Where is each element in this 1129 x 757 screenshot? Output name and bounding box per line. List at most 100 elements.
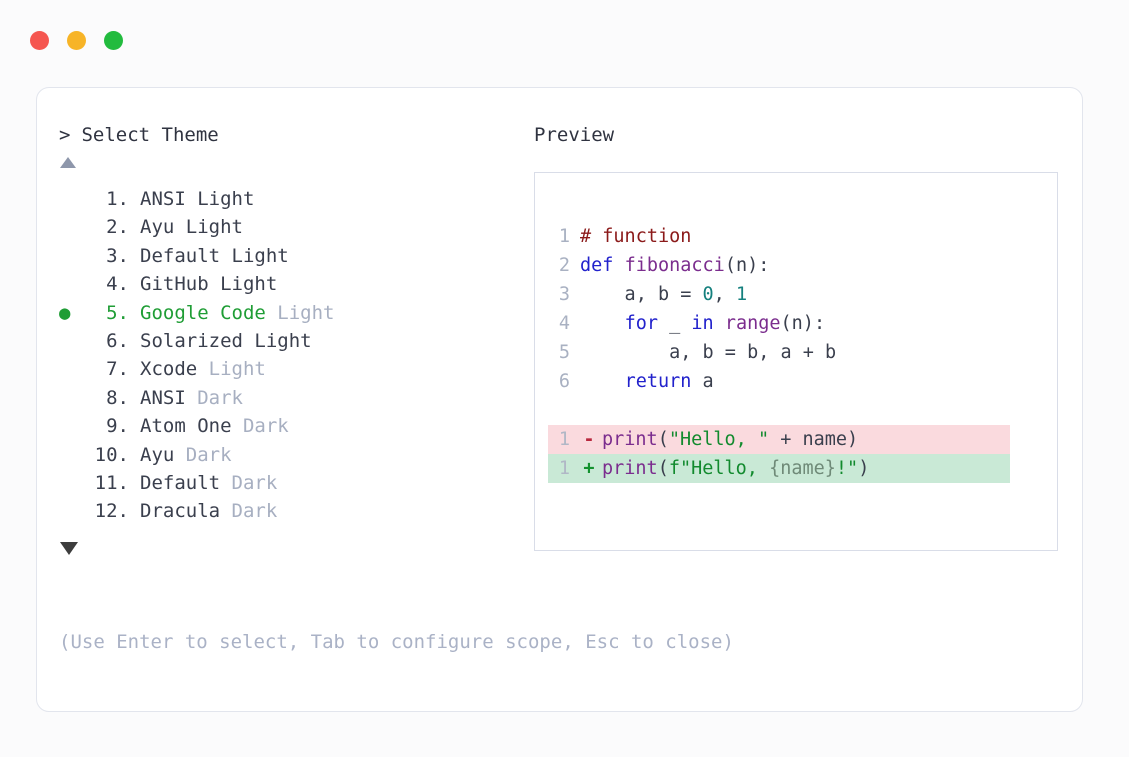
theme-list-item[interactable]: 1. ANSI Light bbox=[59, 185, 529, 213]
diff-minus-icon: - bbox=[583, 429, 595, 450]
keyboard-hint: (Use Enter to select, Tab to configure s… bbox=[59, 631, 734, 653]
code-token-plain: a, b = b, a + b bbox=[580, 342, 837, 363]
code-token-plain: a bbox=[691, 371, 714, 392]
theme-item-name: Atom One bbox=[140, 415, 232, 438]
theme-item-label: Solarized Light bbox=[140, 327, 312, 355]
theme-item-label: Dracula Dark bbox=[140, 497, 277, 525]
theme-item-number: 11. bbox=[94, 472, 129, 495]
theme-list-item[interactable]: ●5.Google Code Light bbox=[59, 299, 529, 327]
code-token-func: range bbox=[724, 313, 781, 334]
code-line: 4 for _ in range(n): bbox=[535, 309, 1057, 338]
theme-list-item[interactable]: 3.Default Light bbox=[59, 242, 529, 270]
code-token-func: print bbox=[602, 458, 658, 479]
theme-item-number: 6. bbox=[106, 330, 129, 353]
theme-item-name: Ayu Light bbox=[140, 216, 243, 239]
code-spacer bbox=[535, 396, 1057, 425]
theme-list-item[interactable]: 8. ANSI Dark bbox=[59, 384, 529, 412]
triangle-down-icon[interactable] bbox=[60, 541, 78, 555]
code-token-func: fibonacci bbox=[624, 255, 725, 276]
window-controls bbox=[30, 31, 123, 50]
theme-item-label: Default Dark bbox=[140, 469, 277, 497]
code-line-number: 3 bbox=[558, 284, 570, 305]
minimize-icon[interactable] bbox=[67, 31, 86, 50]
code-line-text: for _ in range(n): bbox=[580, 309, 826, 338]
theme-list-item[interactable]: 10.Ayu Dark bbox=[59, 441, 529, 469]
theme-list-item[interactable]: 4. GitHub Light bbox=[59, 270, 529, 298]
code-line-text: def fibonacci(n): bbox=[580, 251, 769, 280]
diff-block: 1-print("Hello, " + name)1+print(f"Hello… bbox=[535, 425, 1057, 483]
code-token-number: 1 bbox=[735, 284, 748, 305]
code-token-keyword: in bbox=[691, 313, 714, 334]
theme-item-number: 4. bbox=[106, 273, 129, 296]
theme-item-name: Google Code bbox=[140, 301, 266, 324]
theme-item-variant: Light bbox=[265, 301, 335, 324]
theme-item-variant: Dark bbox=[231, 415, 289, 438]
code-line-number: 4 bbox=[558, 313, 570, 334]
maximize-icon[interactable] bbox=[104, 31, 123, 50]
code-line-number: 6 bbox=[558, 371, 570, 392]
diff-line-number: 1 bbox=[558, 458, 570, 479]
theme-item-number: 12. bbox=[94, 500, 129, 523]
theme-item-label: ANSI Light bbox=[140, 185, 254, 213]
theme-list-item[interactable]: 7.Xcode Light bbox=[59, 355, 529, 383]
theme-item-number: 9. bbox=[106, 415, 129, 438]
code-line-text: # function bbox=[580, 222, 691, 251]
theme-list-item[interactable]: 2.Ayu Light bbox=[59, 213, 529, 241]
theme-item-name: Dracula bbox=[140, 500, 221, 523]
prompt-caret-icon: > bbox=[59, 124, 71, 146]
theme-item-number: 8. bbox=[106, 386, 129, 409]
code-line-text: a, b = 0, 1 bbox=[580, 280, 748, 309]
code-token-string: f"Hello, bbox=[668, 458, 770, 479]
theme-item-label: Default Light bbox=[140, 242, 289, 270]
code-token-plain: (n): bbox=[724, 255, 770, 276]
code-token-comment: # function bbox=[580, 226, 692, 247]
theme-item-number: 1. bbox=[106, 188, 129, 210]
code-line: 2 def fibonacci(n): bbox=[535, 251, 1057, 280]
triangle-up-icon[interactable] bbox=[60, 157, 76, 168]
code-line-number: 2 bbox=[558, 255, 570, 276]
code-line-number: 5 bbox=[558, 342, 570, 363]
theme-item-number: 5. bbox=[106, 301, 129, 324]
theme-list-item[interactable]: 11. Default Dark bbox=[59, 469, 529, 497]
theme-item-label: Ayu Light bbox=[140, 213, 243, 241]
code-token-plain: (n): bbox=[780, 313, 826, 334]
theme-item-variant: Dark bbox=[220, 472, 278, 495]
code-line: 1 # function bbox=[535, 222, 1057, 251]
theme-item-label: ANSI Dark bbox=[140, 384, 243, 412]
theme-item-name: Xcode bbox=[140, 358, 198, 381]
code-token-keyword: def bbox=[580, 255, 625, 276]
diff-line-text: print("Hello, " + name) bbox=[602, 425, 858, 454]
code-line: 6 return a bbox=[535, 367, 1057, 396]
theme-item-label: Ayu Dark bbox=[140, 441, 232, 469]
code-token-func: print bbox=[602, 429, 658, 450]
code-token-plain: ( bbox=[657, 458, 669, 479]
theme-item-variant: Dark bbox=[174, 443, 232, 466]
theme-list-item[interactable]: 9. Atom One Dark bbox=[59, 412, 529, 440]
theme-item-name: GitHub Light bbox=[140, 273, 278, 296]
theme-item-label: GitHub Light bbox=[140, 270, 277, 298]
diff-removed-line: 1-print("Hello, " + name) bbox=[548, 425, 1010, 454]
theme-item-name: Default bbox=[140, 472, 221, 495]
code-token-string: "Hello, " bbox=[668, 429, 770, 450]
code-token-plain bbox=[580, 371, 625, 392]
diff-line-number: 1 bbox=[558, 429, 570, 450]
theme-list-item[interactable]: 12. Dracula Dark bbox=[59, 497, 529, 525]
code-token-interp: {name} bbox=[769, 458, 836, 479]
picker-prompt: > Select Theme bbox=[59, 121, 529, 149]
code-token-string: !" bbox=[835, 458, 859, 479]
theme-item-label: Atom One Dark bbox=[140, 412, 289, 440]
code-line: 3 a, b = 0, 1 bbox=[535, 280, 1057, 309]
theme-item-name: Ayu bbox=[140, 443, 175, 466]
code-line-number: 1 bbox=[558, 226, 570, 247]
theme-list-item[interactable]: 6. Solarized Light bbox=[59, 327, 529, 355]
close-icon[interactable] bbox=[30, 31, 49, 50]
theme-item-name: ANSI Light bbox=[140, 188, 255, 210]
theme-item-name: ANSI bbox=[140, 386, 186, 409]
